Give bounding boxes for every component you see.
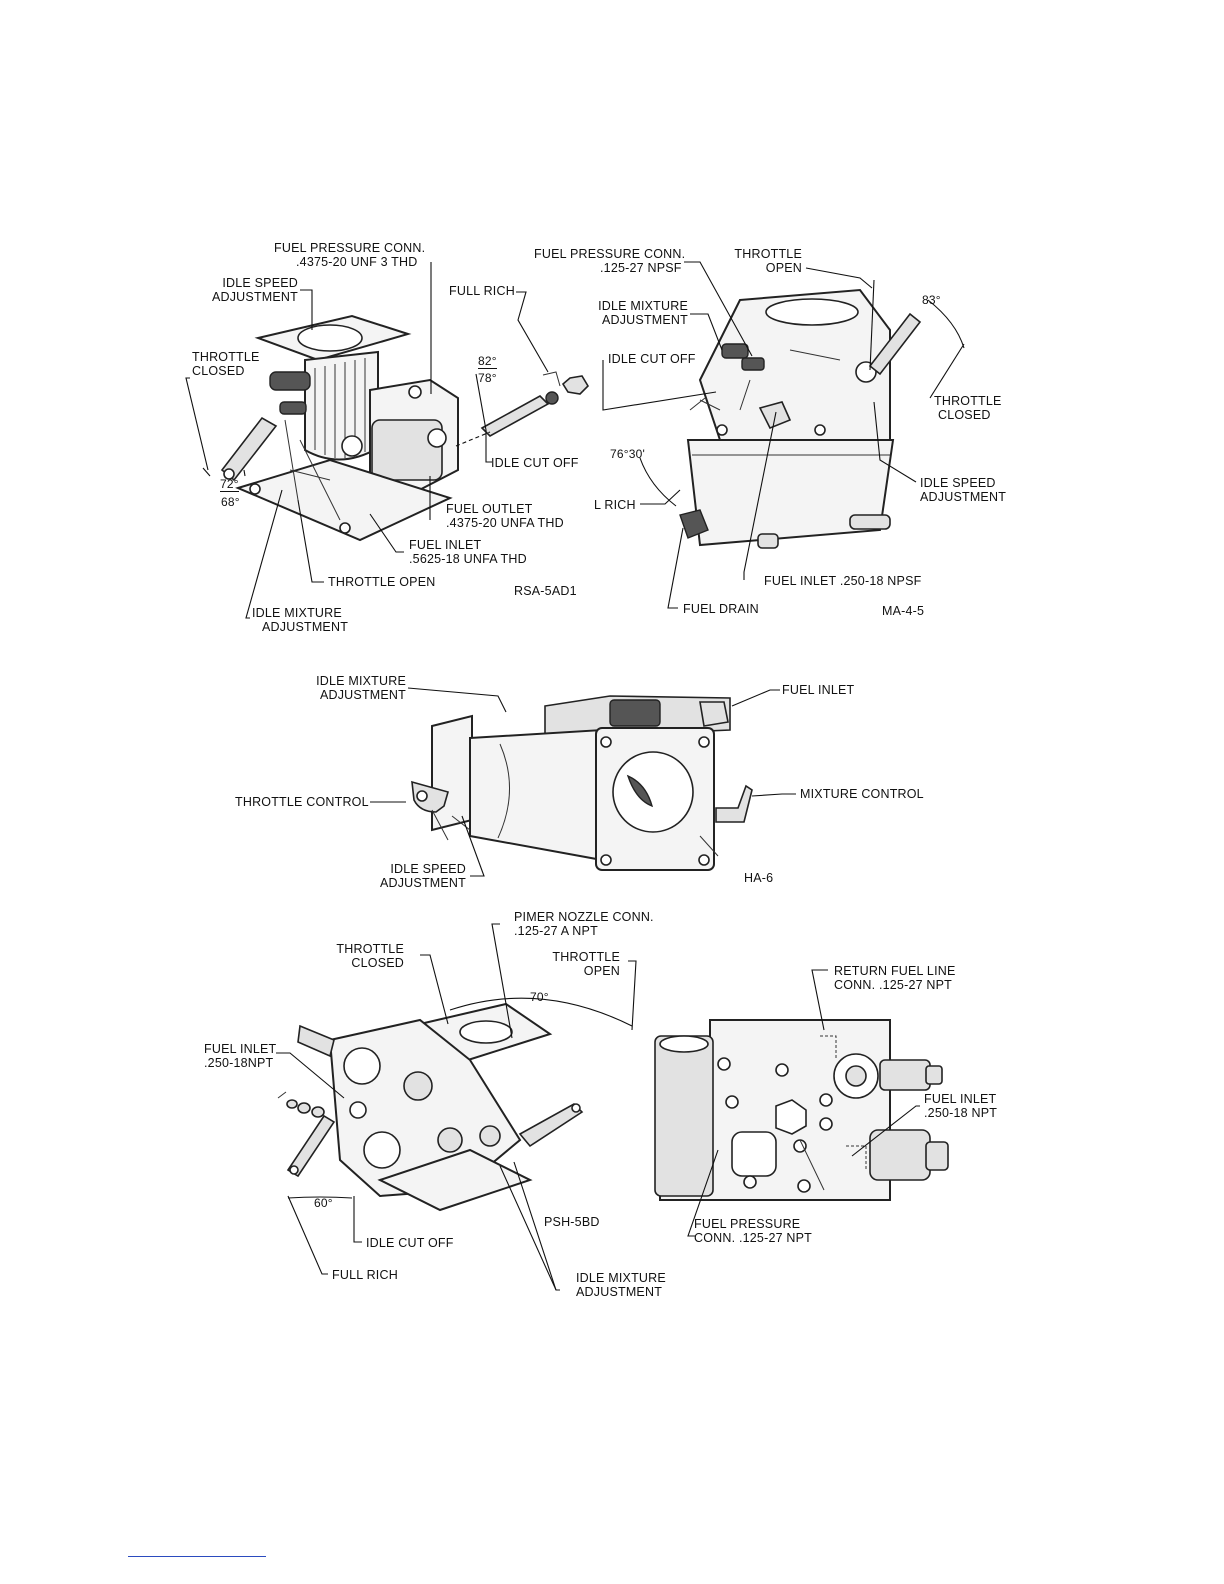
footnote-rule: [128, 1556, 266, 1557]
psh-idle-cut-off-label: IDLE CUT OFF: [366, 1236, 454, 1250]
side-fuel-pressure-conn-label: FUEL PRESSURE CONN. .125-27 NPT: [694, 1217, 813, 1245]
ma-throttle-closed-label: THROTTLE CLOSED: [934, 394, 1002, 422]
ma-angle-76-label: 76°30': [610, 447, 645, 461]
psh-throttle-closed-label: THROTTLE CLOSED: [336, 942, 404, 970]
ma-full-rich-label: L RICH: [594, 498, 636, 512]
ha-fuel-inlet-label: FUEL INLET: [782, 683, 855, 697]
psh-angle-60-label: 60°: [314, 1196, 333, 1210]
ma-throttle-open-label: THROTTLE OPEN: [734, 247, 802, 275]
ma-fuel-drain-label: FUEL DRAIN: [683, 602, 759, 616]
psh-model-label: PSH-5BD: [544, 1215, 600, 1229]
psh-carburetor-drawing: [277, 1002, 584, 1212]
ma-fuel-pressure-conn-label: FUEL PRESSURE CONN. .125-27 NPSF: [534, 247, 686, 275]
ha-carburetor-drawing: [411, 695, 753, 871]
ma-carburetor-drawing: [679, 288, 922, 549]
ha-model-label: HA-6: [744, 871, 774, 885]
psh-throttle-open-label: THROTTLE OPEN: [552, 950, 620, 978]
psh-idle-mixture-adjustment-label: IDLE MIXTURE ADJUSTMENT: [576, 1271, 666, 1299]
rsa-angle-78-label: 78°: [478, 371, 497, 385]
rsa-fuel-pressure-conn-label: FUEL PRESSURE CONN. .4375-20 UNF 3 THD: [274, 241, 426, 269]
side-view-drawing: [654, 1019, 949, 1201]
rsa-angle-72-label: 72°: [220, 477, 239, 492]
ha-throttle-control-label: THROTTLE CONTROL: [235, 795, 369, 809]
side-return-fuel-line-label: RETURN FUEL LINE CONN. .125-27 NPT: [834, 964, 956, 992]
rsa-idle-mixture-adjustment-label: IDLE MIXTURE ADJUSTMENT: [252, 606, 349, 634]
rsa-idle-speed-adjustment-label: IDLE SPEED ADJUSTMENT: [211, 276, 298, 304]
rsa-fuel-inlet-label: FUEL INLET .5625-18 UNFA THD: [409, 538, 527, 566]
ha-idle-mixture-adjustment-label: IDLE MIXTURE ADJUSTMENT: [316, 674, 406, 702]
psh-leader-lines: [276, 923, 637, 1291]
side-view-leader-lines: [687, 969, 920, 1237]
ha-leader-lines: [370, 687, 796, 877]
psh-fuel-inlet-label: FUEL INLET .250-18NPT: [204, 1042, 277, 1070]
rsa-leader-lines: [185, 262, 549, 619]
rsa-full-rich-label: FULL RICH: [449, 284, 515, 298]
ma-leader-lines: [602, 261, 965, 609]
ma-idle-cut-off-label: IDLE CUT OFF: [608, 352, 696, 366]
ma-idle-speed-adjustment-label: IDLE SPEED ADJUSTMENT: [920, 476, 1007, 504]
psh-angle-70-label: 70°: [530, 990, 549, 1004]
side-fuel-inlet-label: FUEL INLET .250-18 NPT: [924, 1092, 998, 1120]
ma-model-label: MA-4-5: [882, 604, 925, 618]
rsa-throttle-closed-label: THROTTLE CLOSED: [192, 350, 260, 378]
rsa-angle-82-label: 82°: [478, 354, 497, 369]
ma-fuel-inlet-label: FUEL INLET .250-18 NPSF: [764, 574, 922, 588]
rsa-carburetor-drawing: [220, 314, 590, 542]
ma-angle-83-label: 83°: [922, 293, 941, 307]
psh-primer-nozzle-conn-label: PIMER NOZZLE CONN. .125-27 A NPT: [514, 910, 654, 938]
rsa-model-label: RSA-5AD1: [514, 584, 577, 598]
ha-idle-speed-adjustment-label: IDLE SPEED ADJUSTMENT: [379, 862, 466, 890]
rsa-throttle-open-label: THROTTLE OPEN: [328, 575, 436, 589]
rsa-fuel-outlet-label: FUEL OUTLET .4375-20 UNFA THD: [446, 502, 564, 530]
psh-full-rich-label: FULL RICH: [332, 1268, 398, 1282]
rsa-angle-68-label: 68°: [221, 495, 240, 509]
ha-mixture-control-label: MIXTURE CONTROL: [800, 787, 924, 801]
rsa-idle-cut-off-label: IDLE CUT OFF: [491, 456, 579, 470]
ma-idle-mixture-adjustment-label: IDLE MIXTURE ADJUSTMENT: [598, 299, 688, 327]
